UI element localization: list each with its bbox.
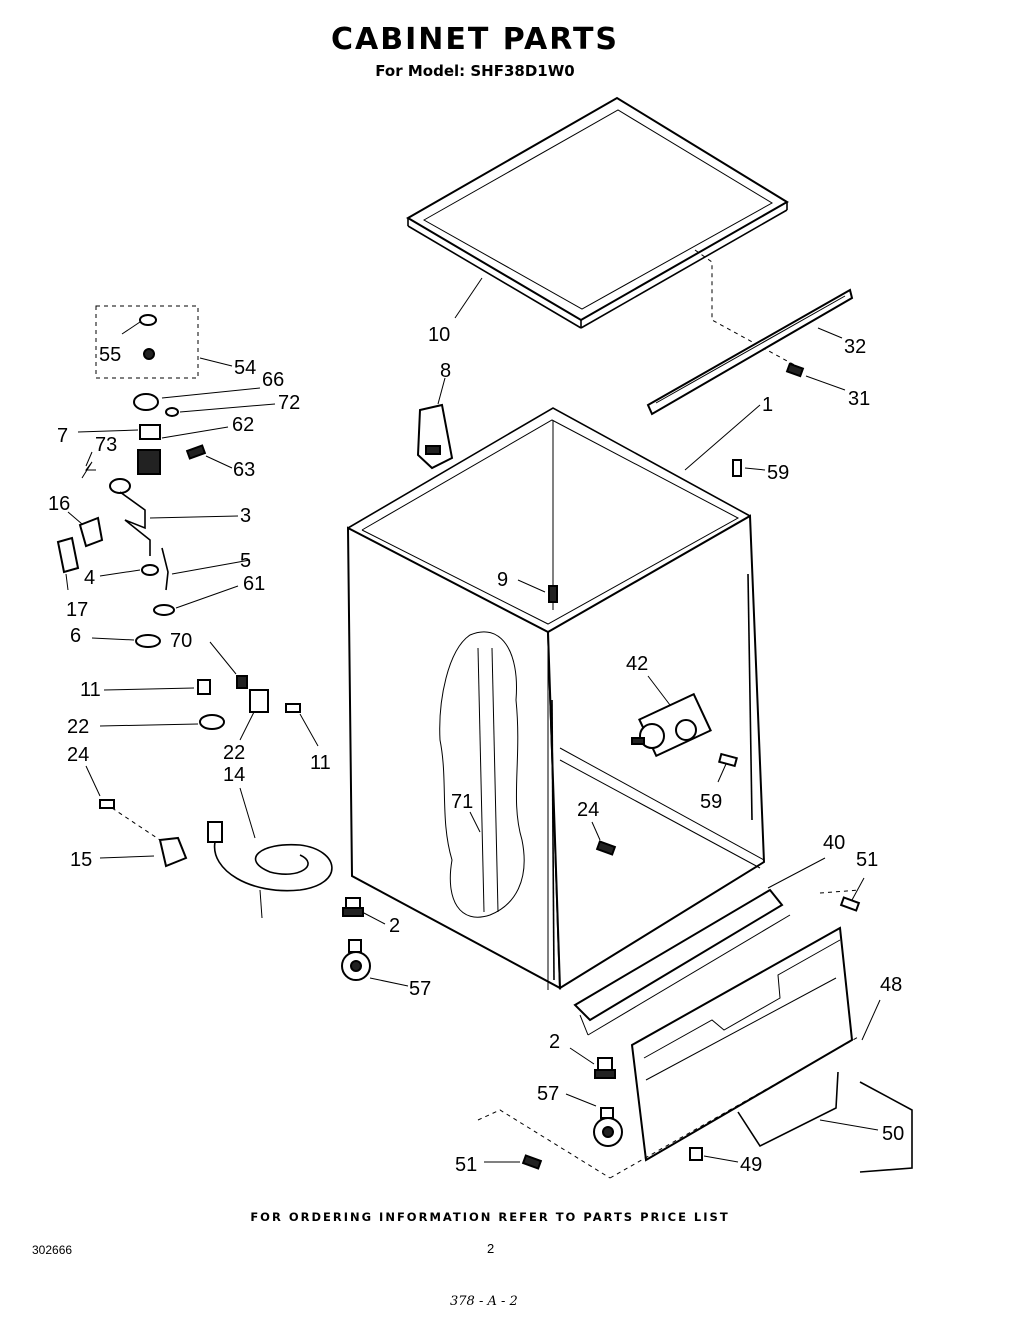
part-72 xyxy=(165,407,179,417)
callout-11-lower: 11 xyxy=(310,752,331,774)
model-line: For Model: SHF38D1W0 xyxy=(375,62,575,80)
callout-59-top: 59 xyxy=(767,462,789,484)
callout-49: 49 xyxy=(740,1154,762,1176)
screw-59-lower xyxy=(718,752,738,768)
clip-49 xyxy=(689,1147,703,1161)
part-11-lower xyxy=(285,703,301,713)
callout-31: 31 xyxy=(848,388,870,410)
diagram-title: CABINET PARTS xyxy=(330,22,620,57)
callout-72: 72 xyxy=(278,392,300,414)
screw-8 xyxy=(548,585,558,603)
callout-3: 3 xyxy=(240,505,251,527)
callout-5: 5 xyxy=(240,550,251,572)
part-66 xyxy=(133,393,159,411)
access-panel-48 xyxy=(630,926,854,1162)
part-70 xyxy=(236,675,248,689)
callout-66: 66 xyxy=(262,369,284,391)
kit-box-54 xyxy=(95,305,199,379)
screw-59-top xyxy=(732,459,742,477)
callout-1: 1 xyxy=(762,394,773,416)
leveler-2-right xyxy=(594,1057,616,1079)
document-number: 302666 xyxy=(32,1243,73,1257)
callout-14: 14 xyxy=(223,764,245,786)
callout-11-upper: 11 xyxy=(80,679,101,701)
callout-24-left: 24 xyxy=(67,744,89,766)
leveler-2-left xyxy=(342,897,364,917)
insulation-rod-50 xyxy=(737,1071,839,1148)
callout-4: 4 xyxy=(84,567,95,589)
callout-61: 61 xyxy=(243,573,265,595)
callout-42: 42 xyxy=(626,653,648,675)
callout-17: 17 xyxy=(66,599,88,621)
screw-51-lower xyxy=(521,1154,543,1170)
part-55 xyxy=(139,314,157,360)
callout-62: 62 xyxy=(232,414,254,436)
bracket-16 xyxy=(78,516,104,548)
callout-51-lower: 51 xyxy=(455,1154,477,1176)
callout-70: 70 xyxy=(170,630,192,652)
part-11-upper xyxy=(197,679,211,695)
clamp-61 xyxy=(153,604,175,616)
screw-63 xyxy=(185,444,207,460)
part-9-62 xyxy=(137,424,161,475)
cabinet-body xyxy=(346,407,766,990)
callout-16: 16 xyxy=(48,493,70,515)
callout-57-left: 57 xyxy=(409,978,431,1000)
leader-lines xyxy=(65,277,881,1163)
callout-7: 8 xyxy=(440,360,451,382)
ordering-note: FOR ORDERING INFORMATION REFER TO PARTS … xyxy=(250,1210,730,1224)
screw-24-center xyxy=(595,840,617,856)
cord-14 xyxy=(207,821,333,919)
screw-51-upper xyxy=(839,896,861,912)
bracket-7 xyxy=(416,403,454,470)
callout-54: 54 xyxy=(234,357,256,379)
hose-3 xyxy=(109,478,151,556)
callout-2-right: 2 xyxy=(549,1031,560,1053)
clamp-6 xyxy=(135,634,161,648)
part-22-right xyxy=(249,689,269,713)
tube-5 xyxy=(161,547,169,591)
callout-51-upper: 51 xyxy=(856,849,878,871)
bracket-17 xyxy=(56,536,80,574)
handwritten-note: 378 - A - 2 xyxy=(450,1294,518,1309)
callout-15: 15 xyxy=(70,849,92,871)
washer-4 xyxy=(141,564,159,576)
callout-55: 55 xyxy=(99,344,121,366)
callout-50: 50 xyxy=(882,1123,904,1145)
top-panel xyxy=(406,96,789,329)
page-number: 2 xyxy=(487,1241,495,1256)
toe-plate-frame-40 xyxy=(573,888,791,1036)
callout-22-right: 22 xyxy=(223,742,245,764)
callout-9: 7 xyxy=(57,425,68,447)
callout-57-right: 57 xyxy=(537,1083,559,1105)
screw-24-left xyxy=(99,799,115,809)
callout-48: 48 xyxy=(880,974,902,996)
callout-40: 40 xyxy=(823,832,845,854)
callout-71: 71 xyxy=(451,791,473,813)
callout-6: 6 xyxy=(70,625,81,647)
callout-2-left: 2 xyxy=(389,915,400,937)
clip-73 xyxy=(81,461,96,479)
callout-8: 9 xyxy=(497,569,508,591)
callout-22-left: 22 xyxy=(67,716,89,738)
callout-24-center: 24 xyxy=(577,799,599,821)
caster-57-right xyxy=(593,1107,623,1147)
callout-59-lower: 59 xyxy=(700,791,722,813)
part-15 xyxy=(158,836,188,868)
callout-labels: 10 32 31 1 8 59 9 42 59 24 71 40 51 48 5… xyxy=(48,324,904,1176)
top-rail xyxy=(646,288,854,416)
screw-31 xyxy=(785,362,805,378)
part-22-left xyxy=(199,714,225,730)
callout-32: 32 xyxy=(844,336,866,358)
caster-57-left xyxy=(341,939,371,981)
valve-42 xyxy=(631,692,712,758)
callout-10: 10 xyxy=(428,324,450,346)
callout-63: 63 xyxy=(233,459,255,481)
callout-73: 73 xyxy=(95,434,117,456)
